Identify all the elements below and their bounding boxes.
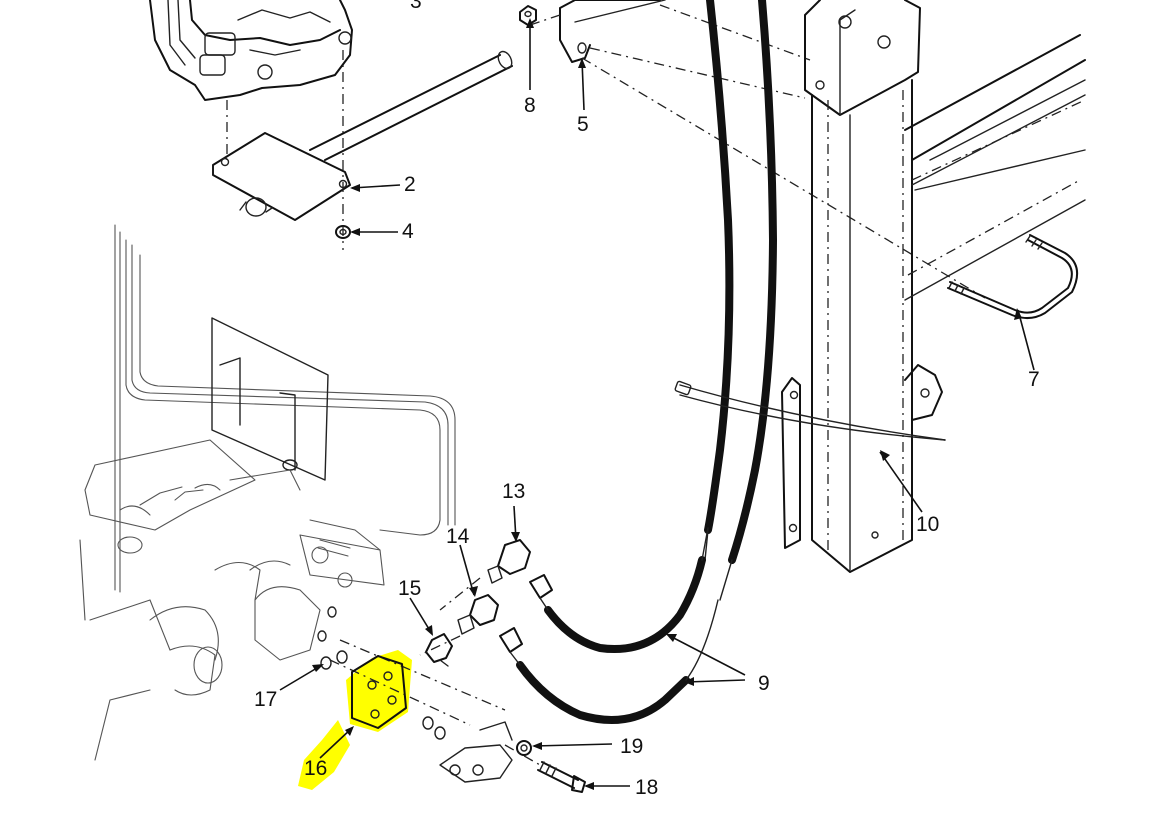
callout-16: 16 <box>304 757 327 780</box>
callout-15: 15 <box>398 577 421 600</box>
part-7-u-bolt <box>947 234 1079 319</box>
leader-arrowheads <box>312 18 1022 790</box>
part-17-o-rings <box>317 606 348 670</box>
valve-spool-body <box>422 716 513 783</box>
callout-14: 14 <box>446 525 470 548</box>
callout-3: 3 <box>410 0 422 13</box>
tractor-body-outline <box>79 224 456 761</box>
part-14-fitting <box>457 594 499 635</box>
callout-19: 19 <box>620 735 643 758</box>
callout-5: 5 <box>577 113 589 136</box>
callout-7: 7 <box>1028 368 1040 391</box>
callout-17: 17 <box>254 688 277 711</box>
callout-8: 8 <box>524 94 536 117</box>
callout-4: 4 <box>402 220 414 243</box>
callout-2: 2 <box>404 173 416 196</box>
part-15-fitting <box>425 633 453 667</box>
part-2-bracket-plate <box>212 50 513 221</box>
part-10-frame-post <box>781 0 1086 573</box>
part-19-washer <box>516 740 532 756</box>
callout-10: 10 <box>916 513 939 536</box>
part-9-hydraulic-hoses <box>499 0 778 724</box>
callout-9: 9 <box>758 672 770 695</box>
callout-18: 18 <box>635 776 658 799</box>
part-16-adapter-plate <box>351 655 407 729</box>
part-13-elbow-fitting <box>487 539 531 584</box>
callout-13: 13 <box>502 480 525 503</box>
part-5-clamp-bracket <box>559 0 666 63</box>
part-8-nut <box>519 5 537 26</box>
part-3-valve-assembly <box>149 0 353 101</box>
part-18-bolt <box>537 761 586 793</box>
callout-labels: 3 8 5 2 4 7 10 13 14 15 9 17 16 19 18 <box>254 0 1040 799</box>
bent-tube <box>674 380 946 441</box>
